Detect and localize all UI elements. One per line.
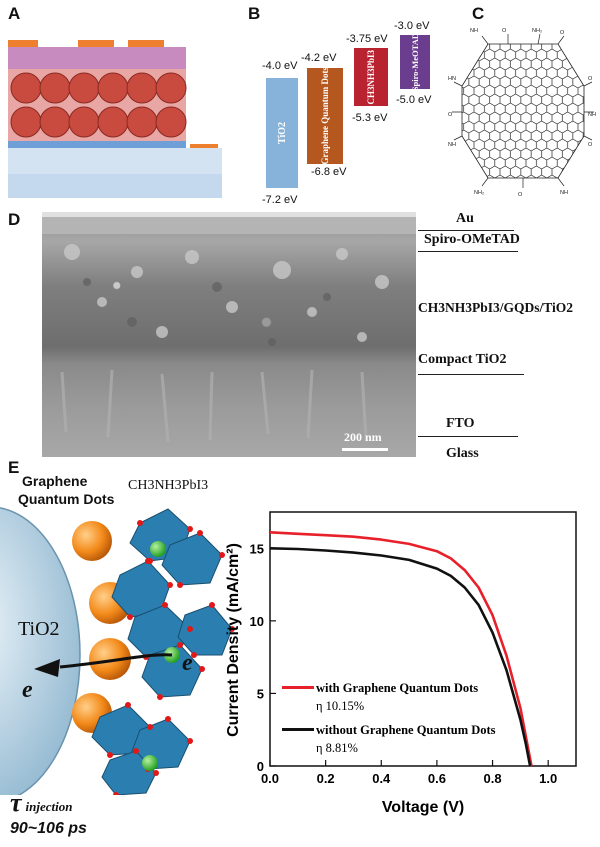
jv-curve-chart: 0.0 0.2 0.4 0.6 0.8 1.0 0 5 10 15 with Graphene Q… <box>225 511 577 816</box>
x-tick-label: 0.2 <box>317 771 335 786</box>
tio2-band-label: TiO2 <box>276 121 288 145</box>
gqd-band-label: Graphene Quantum Dots <box>320 67 330 165</box>
tau-symbol: τ <box>10 788 22 817</box>
gqd-lumo-label: -4.2 eV <box>301 52 337 64</box>
svg-text:NH₂: NH₂ <box>532 28 542 34</box>
svg-text:NH: NH <box>470 28 478 34</box>
charge-injection-schematic <box>0 507 235 795</box>
graphene-quantum-dot-structure: NH O NH₂ O HN O NH O NH O NH₂ O NH <box>448 28 596 198</box>
layer-label-active: CH3NH3PbI3/GQDs/TiO2 <box>418 300 574 315</box>
legend-swatch-with-gqd <box>282 686 314 689</box>
sem-cross-section-image: 200 nm <box>42 212 416 457</box>
scale-bar-label: 200 nm <box>344 430 382 444</box>
y-tick-label: 10 <box>250 614 264 629</box>
layer-label-spiro: Spiro-OMeTAD <box>424 232 520 247</box>
layer-line-spiro <box>418 251 518 252</box>
tau-injection-label: τ injection <box>10 788 73 818</box>
layer-line-compact-tio2 <box>418 374 524 375</box>
y-tick-label: 0 <box>257 759 264 774</box>
perovskite-band: CH3NH3PbI3 <box>354 48 388 106</box>
spiro-band: Spiro-MeOTAD <box>400 32 430 92</box>
perovskite-vb-label: -5.3 eV <box>352 112 388 124</box>
layer-line-au <box>418 230 514 231</box>
panel-label-d: D <box>8 210 21 229</box>
plot-area-frame <box>269 511 577 767</box>
device-structure-schematic <box>8 40 222 198</box>
perovskite-label: CH3NH3PbI3 <box>128 478 209 493</box>
svg-text:O: O <box>448 112 453 118</box>
svg-text:O: O <box>518 192 523 198</box>
svg-text:NH: NH <box>588 112 596 118</box>
tau-value: 90~106 ps <box>10 820 87 837</box>
svg-text:NH₂: NH₂ <box>474 190 484 196</box>
electron-symbol-right: e <box>182 650 193 676</box>
legend-swatch-without-gqd <box>282 728 314 731</box>
y-tick-label: 5 <box>257 686 264 701</box>
gqd-homo-label: -6.8 eV <box>311 166 347 178</box>
svg-text:O: O <box>588 142 593 148</box>
electron-symbol-left: e <box>22 677 33 703</box>
panel-label-e: E <box>8 458 20 477</box>
layer-label-glass: Glass <box>446 446 479 461</box>
panel-label-a: A <box>8 4 21 23</box>
perovskite-cb-label: -3.75 eV <box>346 33 388 45</box>
tio2-vb-label: -7.2 eV <box>262 194 298 206</box>
y-axis-title: Current Density (mA/cm²) <box>225 543 242 737</box>
series-line-without-gqd <box>269 547 532 767</box>
panel-label-b: B <box>248 4 261 23</box>
layer-label-compact-tio2: Compact TiO2 <box>418 352 507 367</box>
x-tick-label: 0.4 <box>372 771 391 786</box>
tio2-cb-label: -4.0 eV <box>262 60 298 72</box>
gqd-band: Graphene Quantum Dots <box>307 67 343 165</box>
spiro-homo-label: -3.0 eV <box>394 20 430 32</box>
gqd-label-line2: Quantum Dots <box>18 491 115 507</box>
legend-eta-with-gqd: η 10.15% <box>316 699 364 713</box>
x-axis-title: Voltage (V) <box>382 799 464 816</box>
svg-text:NH: NH <box>448 142 456 148</box>
svg-text:HN: HN <box>448 76 456 82</box>
y-tick-label: 15 <box>250 541 264 556</box>
svg-text:O: O <box>502 28 507 34</box>
x-tick-label: 0.6 <box>428 771 446 786</box>
legend-eta-without-gqd: η 8.81% <box>316 741 358 755</box>
tio2-band: TiO2 <box>266 78 298 188</box>
spiro-band-label: Spiro-MeOTAD <box>410 32 420 92</box>
layer-label-fto: FTO <box>446 416 475 431</box>
series-line-with-gqd <box>269 531 533 767</box>
legend-label-with-gqd: with Graphene Quantum Dots <box>316 681 478 695</box>
layer-label-au: Au <box>456 211 474 226</box>
layer-line-fto <box>418 436 518 437</box>
tio2-sphere-label: TiO2 <box>18 618 60 640</box>
svg-text:NH: NH <box>560 190 568 196</box>
x-tick-label: 0.8 <box>484 771 502 786</box>
legend-label-without-gqd: without Graphene Quantum Dots <box>316 723 496 737</box>
gqd-label-line1: Graphene <box>22 473 88 489</box>
svg-text:O: O <box>560 30 565 36</box>
x-tick-label: 0.0 <box>261 771 279 786</box>
x-tick-label: 1.0 <box>539 771 557 786</box>
svg-text:O: O <box>588 76 593 82</box>
perovskite-band-label: CH3NH3PbI3 <box>366 49 376 105</box>
spiro-lumo-label: -5.0 eV <box>396 94 432 106</box>
tau-subscript: injection <box>25 799 73 814</box>
panel-label-c: C <box>472 4 485 23</box>
